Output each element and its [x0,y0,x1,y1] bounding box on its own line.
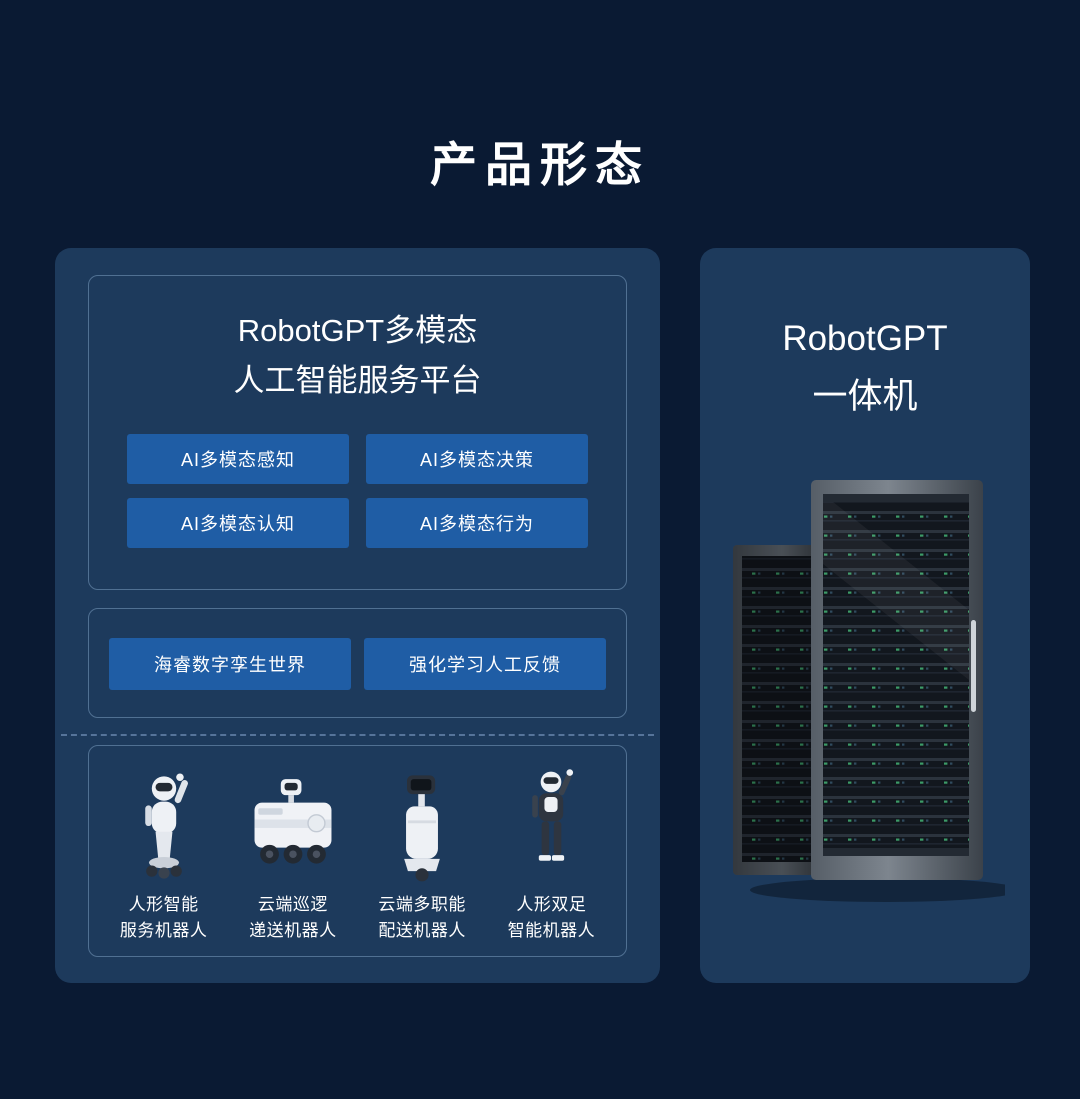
chip-digital-twin-world: 海睿数字孪生世界 [109,638,351,690]
robot-label: 云端巡逻 递送机器人 [249,895,337,940]
robots-box: 人形智能 服务机器人 [88,745,627,957]
platform-box-title: RobotGPT多模态 人工智能服务平台 [89,306,626,406]
chip-ai-multimodal-perception: AI多模态感知 [127,434,349,484]
robot-item-bipedal-humanoid: 人形双足 智能机器人 [487,760,616,944]
server-rack-back [733,545,831,875]
middle-chip-row: 海睿数字孪生世界 强化学习人工反馈 [109,638,606,690]
platform-title-line1: RobotGPT多模态 [237,313,478,348]
all-in-one-title-line2: 一体机 [812,377,918,416]
patrol-delivery-robot-image [254,779,332,864]
bipedal-humanoid-robot-image [532,769,574,861]
platform-title-line2: 人工智能服务平台 [233,363,482,398]
robot-label: 云端多职能 配送机器人 [378,895,466,940]
capability-chip-grid: AI多模态感知 AI多模态决策 AI多模态认知 AI多模态行为 [127,434,588,548]
robot-label: 人形智能 服务机器人 [119,895,208,940]
chip-ai-multimodal-decision: AI多模态决策 [366,434,588,484]
server-rack-front [811,480,983,880]
dashed-divider [61,734,654,736]
robot-item-humanoid-service: 人形智能 服务机器人 [99,760,228,944]
robots-row: 人形智能 服务机器人 [89,746,626,956]
server-racks-illustration [733,480,1005,902]
robot-item-patrol-delivery: 云端巡逻 递送机器人 [228,760,357,944]
all-in-one-title-line1: RobotGPT [782,319,948,358]
platform-panel: RobotGPT多模态 人工智能服务平台 AI多模态感知 AI多模态决策 AI多… [55,248,660,983]
robot-label: 人形双足 智能机器人 [507,895,596,940]
all-in-one-panel: RobotGPT 一体机 [700,248,1030,983]
chip-rlhf: 强化学习人工反馈 [364,638,606,690]
robot-item-multifunction-delivery: 云端多职能 配送机器人 [358,760,487,944]
all-in-one-title: RobotGPT 一体机 [700,310,1030,426]
multifunction-delivery-robot-image [404,775,440,882]
platform-box: RobotGPT多模态 人工智能服务平台 AI多模态感知 AI多模态决策 AI多… [88,275,627,590]
server-rack-image [725,470,1005,910]
chip-ai-multimodal-cognition: AI多模态认知 [127,498,349,548]
chip-ai-multimodal-behavior: AI多模态行为 [366,498,588,548]
page-bottom-edge [0,1099,1080,1106]
middle-box: 海睿数字孪生世界 强化学习人工反馈 [88,608,627,718]
humanoid-service-robot-image [144,773,188,879]
page-title: 产品形态 [430,138,650,191]
